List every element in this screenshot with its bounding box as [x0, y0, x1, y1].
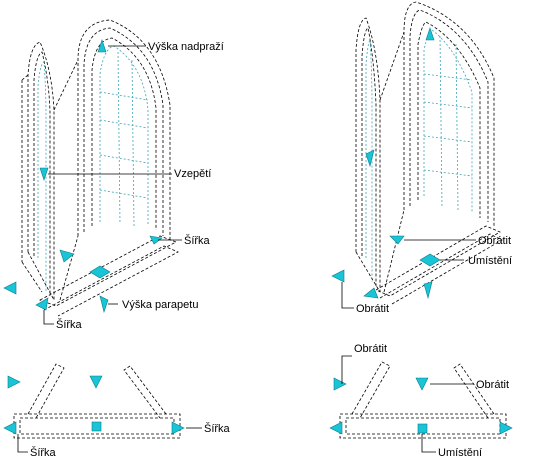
- grip-location[interactable]: [91, 421, 102, 432]
- left-window-plan: Šířka Šířka: [3, 363, 231, 459]
- left-window-isometric: Výška nadpraží Vzepětí Šířka Výška parap…: [3, 19, 224, 331]
- grip-location[interactable]: [417, 423, 428, 434]
- right-window-isometric: Obrátit Umístění Obrátit: [331, 1, 512, 315]
- grip-width-right[interactable]: [171, 421, 185, 435]
- grip-lintel-height[interactable]: [97, 39, 107, 53]
- grip-flip-small[interactable]: [59, 249, 75, 263]
- label-location: Umístění: [438, 447, 482, 459]
- grip-side[interactable]: [365, 149, 375, 168]
- grip-sill-height[interactable]: [99, 295, 109, 314]
- label-width-bottom: Šířka: [30, 446, 57, 459]
- label-flip-right: Obrátit: [476, 379, 509, 391]
- grip-width-left[interactable]: [3, 421, 17, 435]
- label-width-right: Šířka: [184, 234, 211, 247]
- grip-width-left[interactable]: [329, 421, 343, 435]
- label-flip-left: Obrátit: [356, 303, 389, 315]
- label-flip-right: Obrátit: [478, 235, 511, 247]
- label-width-right: Šířka: [204, 422, 231, 435]
- label-rise: Vzepětí: [174, 168, 211, 180]
- grip-flip-right[interactable]: [415, 377, 429, 391]
- grip-flip-down[interactable]: [89, 375, 103, 389]
- grip-location[interactable]: [89, 265, 111, 279]
- grip-width-left[interactable]: [35, 297, 49, 311]
- label-location: Umístění: [468, 255, 512, 267]
- label-sill-height: Výška parapetu: [122, 299, 198, 311]
- grip-flip-left[interactable]: [331, 269, 345, 283]
- grip-flip-bottom-left[interactable]: [363, 287, 379, 299]
- grip-top[interactable]: [425, 27, 435, 41]
- grip-flip-left[interactable]: [3, 281, 17, 295]
- grip-flip-right[interactable]: [389, 235, 405, 245]
- grip-rise[interactable]: [39, 167, 49, 181]
- grip-flip-bottom-right[interactable]: [423, 281, 433, 300]
- grip-flip-top[interactable]: [333, 377, 347, 391]
- grip-width-right[interactable]: [499, 421, 513, 435]
- grip-location[interactable]: [419, 253, 441, 267]
- right-window-plan: Obrátit Obrátit Umístění: [329, 343, 513, 459]
- label-lintel-height: Výška nadpraží: [148, 41, 224, 53]
- label-width-left: Šířka: [56, 318, 83, 331]
- label-flip-top: Obrátit: [354, 343, 387, 355]
- grip-flip-left[interactable]: [7, 375, 21, 389]
- grip-width-right[interactable]: [149, 235, 163, 245]
